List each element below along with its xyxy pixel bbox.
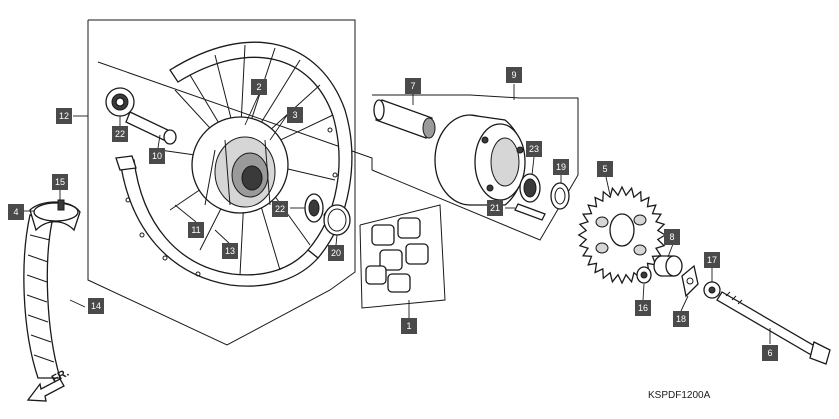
svg-text:16: 16	[638, 303, 648, 313]
callout-13: 13	[222, 243, 238, 259]
rim	[115, 41, 353, 287]
callout-22-left: 22	[112, 126, 128, 142]
svg-text:18: 18	[676, 314, 686, 324]
axle-nut	[703, 281, 721, 299]
callout-22-right: 22	[272, 201, 288, 217]
callout-10: 10	[149, 148, 165, 164]
svg-text:9: 9	[511, 70, 516, 80]
wheel-hub	[191, 116, 289, 214]
callout-3: 3	[287, 107, 303, 123]
distance-collar	[125, 111, 177, 145]
callout-19: 19	[553, 159, 569, 175]
callout-21: 21	[487, 200, 503, 216]
dust-seal	[323, 204, 351, 236]
damper-rubbers	[365, 217, 429, 293]
flange-seal	[550, 182, 570, 210]
rear-axle	[716, 291, 831, 365]
svg-text:15: 15	[55, 177, 65, 187]
damper-frame	[359, 204, 446, 309]
callout-15: 15	[52, 174, 68, 190]
callout-8: 8	[664, 229, 680, 245]
svg-text:19: 19	[556, 162, 566, 172]
svg-text:3: 3	[292, 110, 297, 120]
callout-18: 18	[673, 311, 689, 327]
callout-11: 11	[188, 222, 204, 238]
callouts: 1 2 3 4 5 6 7 8 9 10 11 12 13 14 15	[8, 67, 778, 361]
valve-stem	[57, 199, 65, 211]
callout-6: 6	[762, 345, 778, 361]
bearing-right	[304, 193, 324, 223]
callout-7: 7	[405, 78, 421, 94]
callout-9: 9	[506, 67, 522, 83]
callout-14: 14	[88, 298, 104, 314]
svg-text:20: 20	[331, 248, 341, 258]
flange-bearing	[519, 173, 541, 203]
stud-bolt	[514, 203, 546, 221]
svg-text:13: 13	[225, 246, 235, 256]
callout-12: 12	[56, 108, 72, 124]
callout-17: 17	[704, 252, 720, 268]
driven-flange	[434, 114, 526, 206]
svg-text:21: 21	[490, 203, 500, 213]
leader-lines	[23, 84, 771, 344]
callout-1: 1	[401, 318, 417, 334]
adjuster-plate	[681, 264, 699, 298]
svg-text:10: 10	[152, 151, 162, 161]
svg-text:5: 5	[602, 164, 607, 174]
callout-4: 4	[8, 204, 24, 220]
hub-group-frame	[97, 61, 373, 170]
svg-text:17: 17	[707, 255, 717, 265]
svg-text:7: 7	[410, 81, 415, 91]
tire	[23, 201, 81, 379]
axle-collar	[373, 99, 436, 139]
diagram-code: KSPDF1200A	[648, 390, 711, 401]
final-driven-sprocket	[577, 185, 667, 285]
callout-5: 5	[597, 161, 613, 177]
svg-text:4: 4	[13, 207, 18, 217]
svg-text:14: 14	[91, 301, 101, 311]
callout-2: 2	[251, 79, 267, 95]
svg-text:11: 11	[191, 225, 200, 235]
sprocket-nut	[636, 266, 652, 284]
svg-text:12: 12	[59, 111, 69, 121]
callout-16: 16	[635, 300, 651, 316]
sprocket-hub-frame	[371, 94, 579, 241]
callout-20: 20	[328, 245, 344, 261]
svg-text:8: 8	[669, 232, 674, 242]
svg-text:22: 22	[275, 204, 285, 214]
svg-text:6: 6	[767, 348, 772, 358]
svg-text:23: 23	[529, 144, 539, 154]
wheel-group-frame	[87, 19, 356, 346]
svg-text:2: 2	[256, 82, 261, 92]
svg-text:1: 1	[406, 321, 411, 331]
svg-text:22: 22	[115, 129, 125, 139]
callout-23: 23	[526, 141, 542, 157]
axle-spacer	[653, 255, 683, 277]
